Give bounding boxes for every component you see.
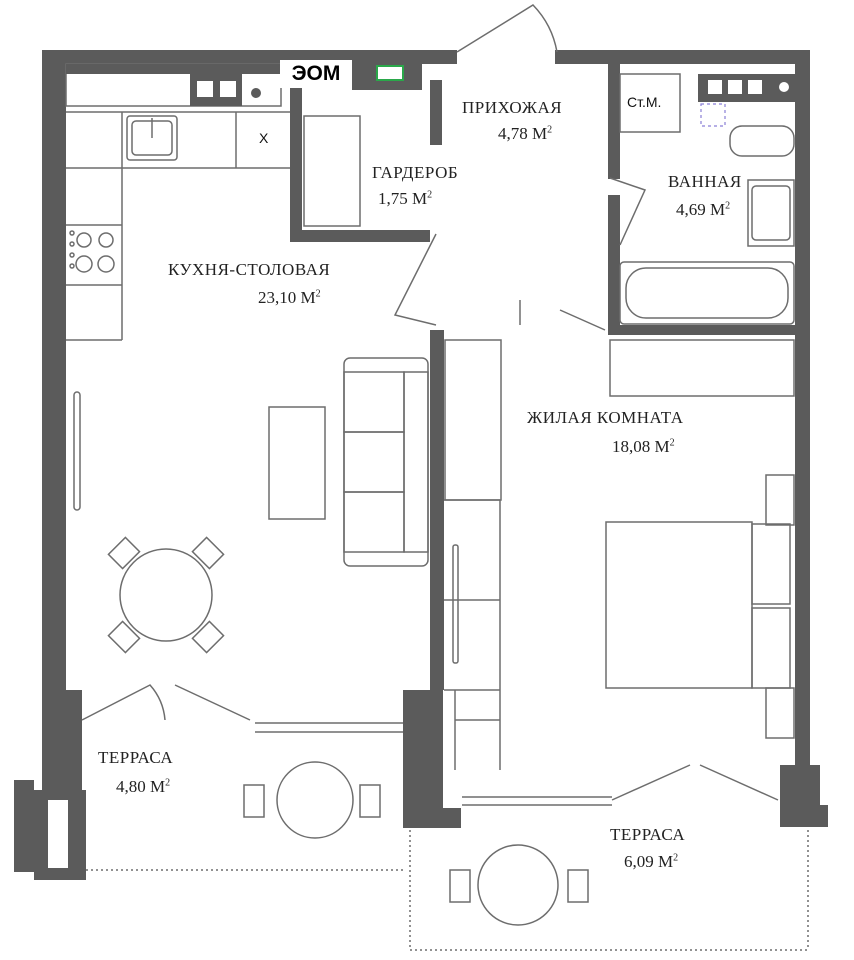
kitchen-top-unit — [65, 58, 422, 107]
fixtures — [66, 4, 809, 951]
wardrobe-area: 1,75 М2 — [378, 189, 433, 208]
bathroom-shaft — [698, 74, 798, 127]
hallway-label: ПРИХОЖАЯ — [462, 98, 563, 117]
terrace-right-label: ТЕРРАСА — [610, 825, 686, 844]
eom-tag: ЭОМ — [280, 60, 352, 88]
terrace-left-label: ТЕРРАСА — [98, 748, 174, 767]
bathroom-label: ВАННАЯ — [668, 172, 742, 191]
living-label: ЖИЛАЯ КОМНАТА — [527, 408, 684, 427]
kitchen-area: 23,10 М2 — [258, 288, 321, 307]
terrace-left-area: 4,80 М2 — [116, 777, 171, 796]
wardrobe-label: ГАРДЕРОБ — [372, 163, 459, 182]
hallway-area: 4,78 М2 — [498, 124, 553, 143]
bathroom-area: 4,69 М2 — [676, 200, 731, 219]
walls — [42, 50, 820, 810]
x-tag: X — [259, 130, 269, 146]
living-area: 18,08 М2 — [612, 437, 675, 456]
kitchen-label: КУХНЯ-СТОЛОВАЯ — [168, 260, 331, 279]
stm-tag: Ст.М. — [627, 94, 662, 110]
terrace-right-area: 6,09 М2 — [624, 852, 679, 871]
terrace-left-block — [14, 780, 828, 880]
